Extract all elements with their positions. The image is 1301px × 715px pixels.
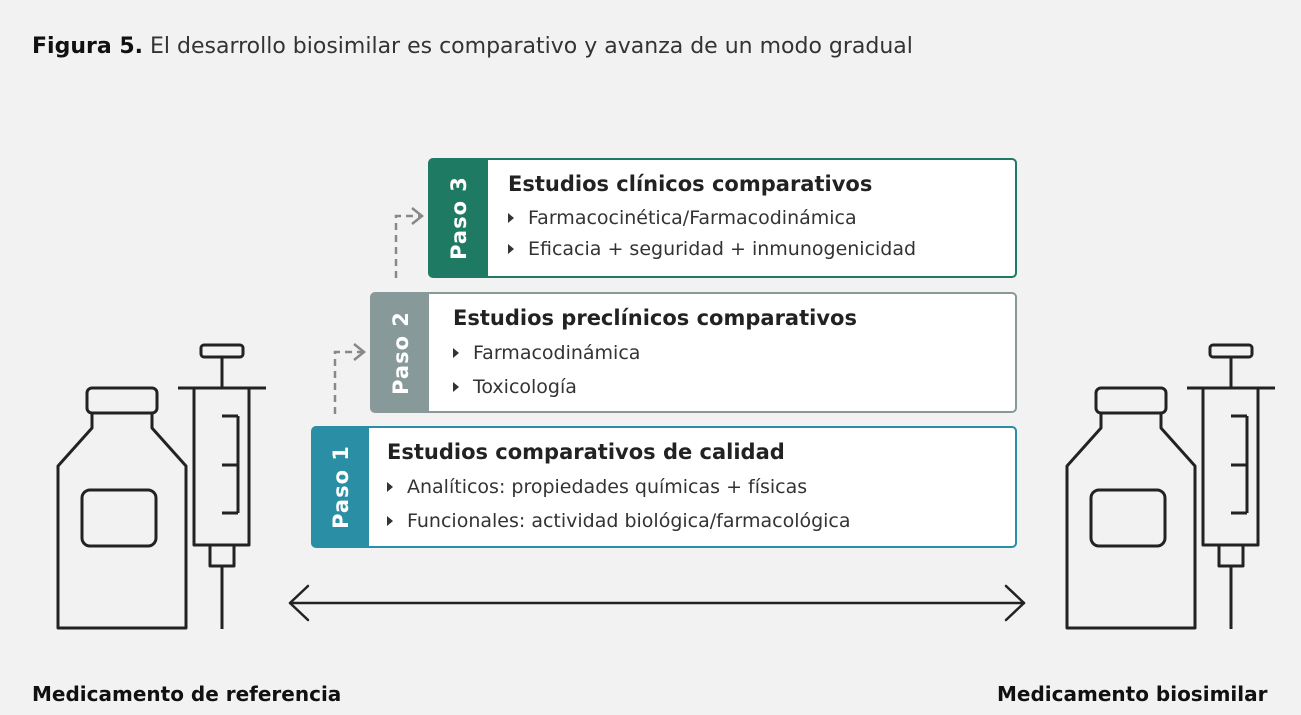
dashed-step-arrow-icon (333, 343, 367, 414)
list-item-text: Analíticos: propiedades químicas + físic… (407, 476, 808, 498)
bullet-icon (453, 348, 459, 358)
step-3-list: Farmacocinética/Farmacodinámica Eficacia… (508, 202, 1015, 264)
step-1-box: Paso 1 Estudios comparativos de calidad … (311, 426, 1017, 548)
step-1-tab-label: Paso 1 (329, 445, 354, 529)
step-2-tab: Paso 2 (372, 294, 429, 411)
double-arrow-icon (288, 584, 1026, 622)
step-3-tab-label: Paso 3 (447, 176, 472, 260)
bullet-icon (508, 243, 514, 254)
step-3-heading: Estudios clínicos comparativos (508, 172, 873, 196)
step-2-body: Estudios preclínicos comparativos Farmac… (429, 294, 1015, 411)
figure-label: Figura 5. (32, 34, 143, 59)
vial-icon (1065, 386, 1197, 630)
bullet-icon (387, 516, 393, 526)
vial-icon (56, 386, 188, 630)
dashed-step-arrow-icon (394, 207, 425, 278)
list-item-text: Toxicología (473, 376, 577, 398)
step-2-box: Paso 2 Estudios preclínicos comparativos… (370, 292, 1017, 413)
list-item: Funcionales: actividad biológica/farmaco… (387, 504, 1015, 538)
step-3-box: Paso 3 Estudios clínicos comparativos Fa… (428, 158, 1017, 278)
syringe-icon (1187, 343, 1275, 629)
bullet-icon (453, 382, 459, 392)
list-item: Eficacia + seguridad + inmunogenicidad (508, 233, 1015, 264)
list-item: Farmacocinética/Farmacodinámica (508, 202, 1015, 233)
step-3-tab: Paso 3 (430, 160, 488, 276)
list-item: Analíticos: propiedades químicas + físic… (387, 470, 1015, 504)
list-item-text: Farmacodinámica (473, 342, 641, 364)
step-1-heading: Estudios comparativos de calidad (387, 440, 785, 464)
figure-title: Figura 5. El desarrollo biosimilar es co… (32, 34, 913, 59)
step-1-list: Analíticos: propiedades químicas + físic… (387, 470, 1015, 538)
reference-product-label: Medicamento de referencia (32, 682, 342, 706)
list-item: Farmacodinámica (453, 336, 1015, 370)
step-3-body: Estudios clínicos comparativos Farmacoci… (488, 160, 1015, 276)
step-2-tab-label: Paso 2 (388, 310, 413, 395)
figure-caption: El desarrollo biosimilar es comparativo … (150, 34, 913, 59)
bullet-icon (508, 212, 514, 223)
list-item: Toxicología (453, 370, 1015, 404)
biosimilar-product-label: Medicamento biosimilar (997, 682, 1268, 706)
list-item-text: Funcionales: actividad biológica/farmaco… (407, 510, 851, 532)
bullet-icon (387, 482, 393, 492)
list-item-text: Farmacocinética/Farmacodinámica (528, 206, 857, 229)
step-2-heading: Estudios preclínicos comparativos (453, 306, 857, 330)
step-2-list: Farmacodinámica Toxicología (453, 336, 1015, 404)
syringe-icon (178, 343, 266, 629)
step-1-tab: Paso 1 (313, 428, 369, 546)
step-1-body: Estudios comparativos de calidad Analíti… (369, 428, 1015, 546)
list-item-text: Eficacia + seguridad + inmunogenicidad (528, 237, 917, 260)
